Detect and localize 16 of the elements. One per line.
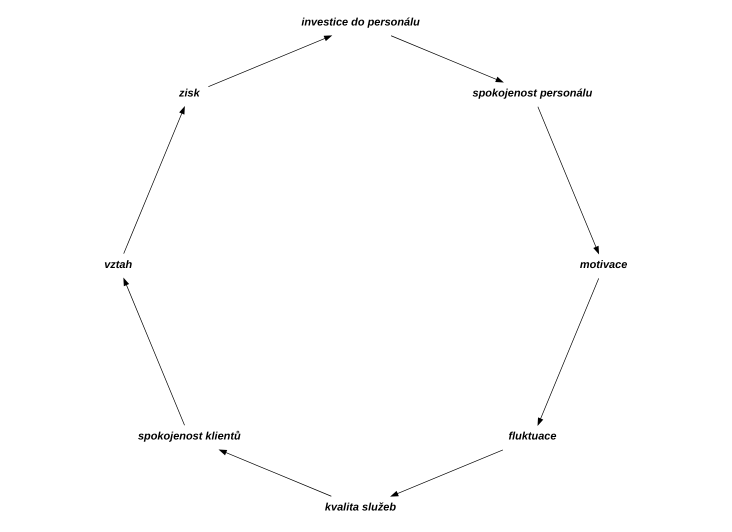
arrow — [208, 35, 332, 88]
node-text: vztah — [104, 258, 132, 271]
arrow — [123, 278, 185, 426]
arrow — [390, 450, 504, 497]
node-text: investice do personálu — [301, 16, 420, 28]
arrow — [538, 278, 600, 426]
node-text: spokojenost personálu — [472, 87, 592, 100]
arrow — [123, 106, 185, 254]
node-text: motivace — [580, 258, 628, 271]
node-text: fluktuace — [508, 430, 556, 442]
arrow — [218, 450, 332, 497]
node-text: zisk — [179, 87, 200, 100]
node-text: spokojenost klientů — [138, 430, 241, 442]
arrow — [538, 106, 600, 254]
node-text: kvalita služeb — [324, 502, 396, 514]
arrow — [390, 35, 504, 82]
